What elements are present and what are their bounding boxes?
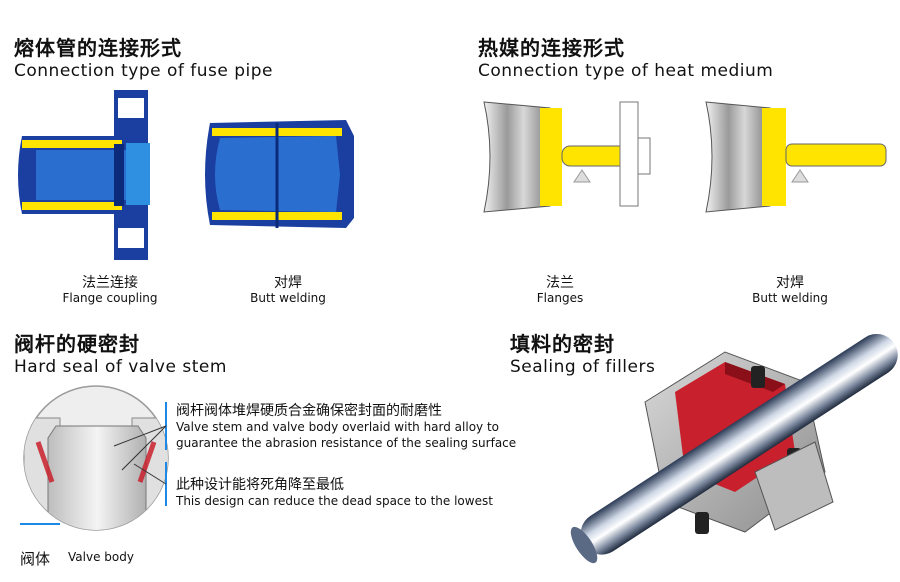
flange-coupling-caption-en: Flange coupling: [62, 291, 158, 305]
heat-butt-welding-figure: [705, 101, 887, 213]
heat-medium-title-zh: 热媒的连接形式: [478, 36, 625, 60]
valve-note1-en-line1: Valve stem and valve body overlaid with …: [176, 420, 500, 434]
flanges-caption-en: Flanges: [536, 291, 584, 305]
valve-stem-seal-diagram: [20, 385, 169, 531]
fillers-title-en: Sealing of fillers: [510, 357, 656, 377]
fuse-pipe-diagram: [18, 90, 354, 260]
butt-welding-figure: [205, 120, 354, 228]
flanges-caption-zh: 法兰: [546, 275, 574, 291]
heat-medium-diagram: [483, 101, 887, 213]
valve-note2-en: This design can reduce the dead space to…: [176, 494, 493, 508]
valve-body-label-en: Valve body: [68, 550, 134, 564]
valve-stem-title-zh: 阀杆的硬密封: [14, 332, 140, 356]
valve-body-label-zh: 阀体: [20, 550, 51, 568]
filler-seal-diagram: [570, 333, 898, 564]
fuse-pipe-title-zh: 熔体管的连接形式: [14, 36, 182, 60]
butt-welding-caption-zh: 对焊: [274, 275, 302, 291]
valve-note1-en-line2: guarantee the abrasion resistance of the…: [176, 436, 517, 450]
butt-welding-caption-en: Butt welding: [250, 291, 326, 305]
valve-note1-zh: 阀杆阀体堆焊硬质合金确保密封面的耐磨性: [176, 403, 442, 419]
flange-coupling-caption-zh: 法兰连接: [82, 275, 138, 291]
valve-note2-zh: 此种设计能将死角降至最低: [176, 477, 344, 493]
valve-stem-leader-lines: [113, 402, 167, 506]
flanges-figure: [483, 101, 651, 213]
heat-butt-welding-caption-zh: 对焊: [776, 275, 804, 291]
heat-butt-welding-caption-en: Butt welding: [752, 291, 828, 305]
fillers-title-zh: 填料的密封: [510, 332, 615, 356]
flange-coupling-figure: [18, 90, 150, 260]
valve-stem-title-en: Hard seal of valve stem: [14, 357, 227, 377]
fuse-pipe-title-en: Connection type of fuse pipe: [14, 61, 274, 81]
heat-medium-title-en: Connection type of heat medium: [478, 61, 774, 81]
